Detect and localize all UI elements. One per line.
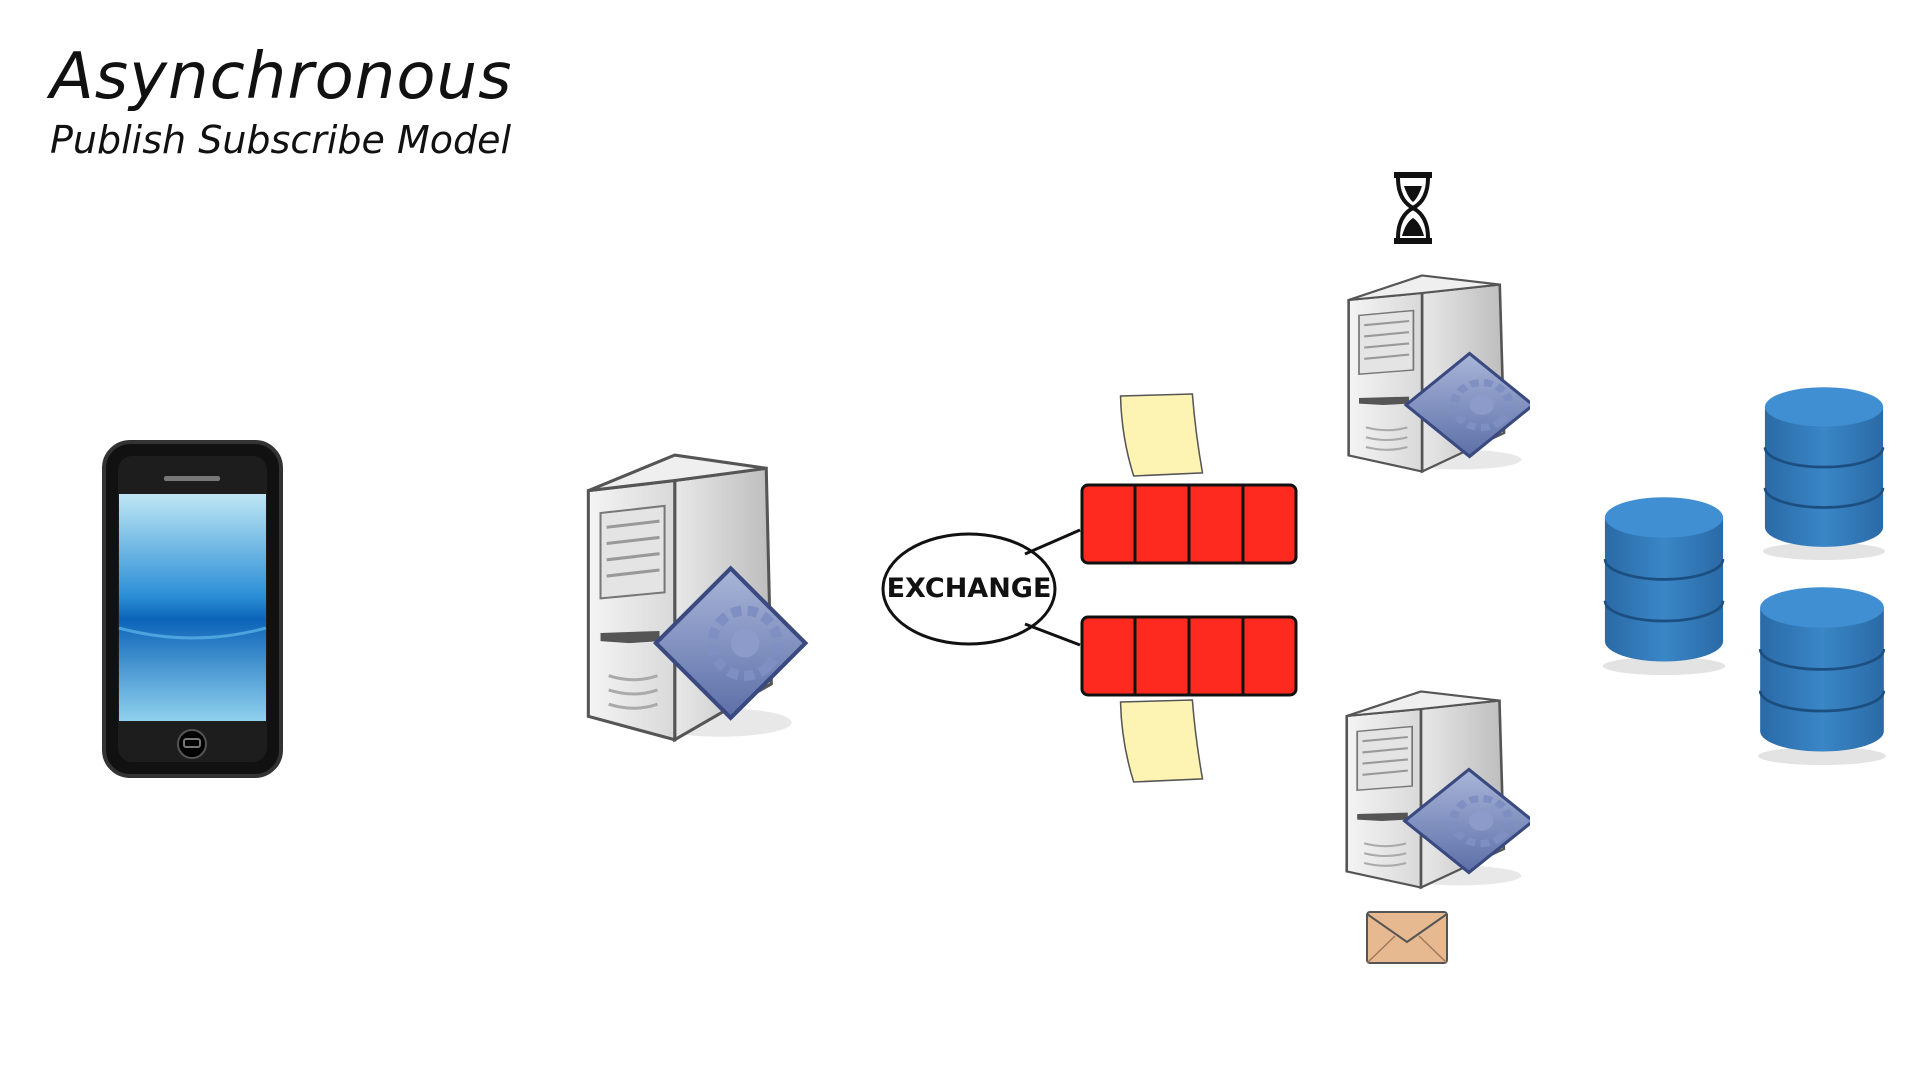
queue-bottom (1080, 615, 1298, 697)
subscriber-server-icon (1340, 272, 1530, 482)
queue-top (1080, 483, 1298, 565)
hourglass-icon (1394, 172, 1432, 244)
message-note-icon (1119, 393, 1204, 477)
database-icon (1761, 385, 1887, 560)
exchange-label: EXCHANGE (886, 572, 1052, 604)
page-subtitle: Publish Subscribe Model (50, 118, 512, 162)
publisher-server-icon (570, 450, 810, 755)
smartphone-icon (102, 440, 283, 778)
subscriber-server-icon (1338, 688, 1530, 898)
envelope-icon (1366, 911, 1448, 964)
database-icon (1601, 495, 1727, 675)
page-title: Asynchronous (50, 40, 513, 114)
exchange-node (881, 528, 1081, 647)
message-note-icon (1119, 699, 1204, 783)
database-icon (1756, 585, 1888, 765)
